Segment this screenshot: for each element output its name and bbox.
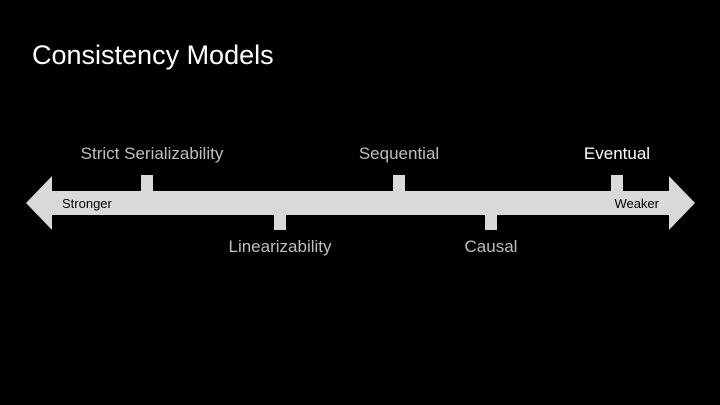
model-tick-1 xyxy=(141,175,153,192)
spectrum-arrow xyxy=(26,176,695,230)
model-label-4: Causal xyxy=(465,237,518,256)
model-label-2: Linearizability xyxy=(229,237,332,256)
model-label-5: Eventual xyxy=(584,144,650,163)
model-tick-4 xyxy=(485,213,497,230)
model-tick-3 xyxy=(393,175,405,192)
model-label-1: Strict Serializability xyxy=(81,144,224,163)
slide-title: Consistency Models xyxy=(32,40,274,70)
weaker-label: Weaker xyxy=(614,196,659,211)
model-tick-5 xyxy=(611,175,623,192)
model-label-3: Sequential xyxy=(359,144,439,163)
model-tick-2 xyxy=(274,213,286,230)
stronger-label: Stronger xyxy=(62,196,113,211)
